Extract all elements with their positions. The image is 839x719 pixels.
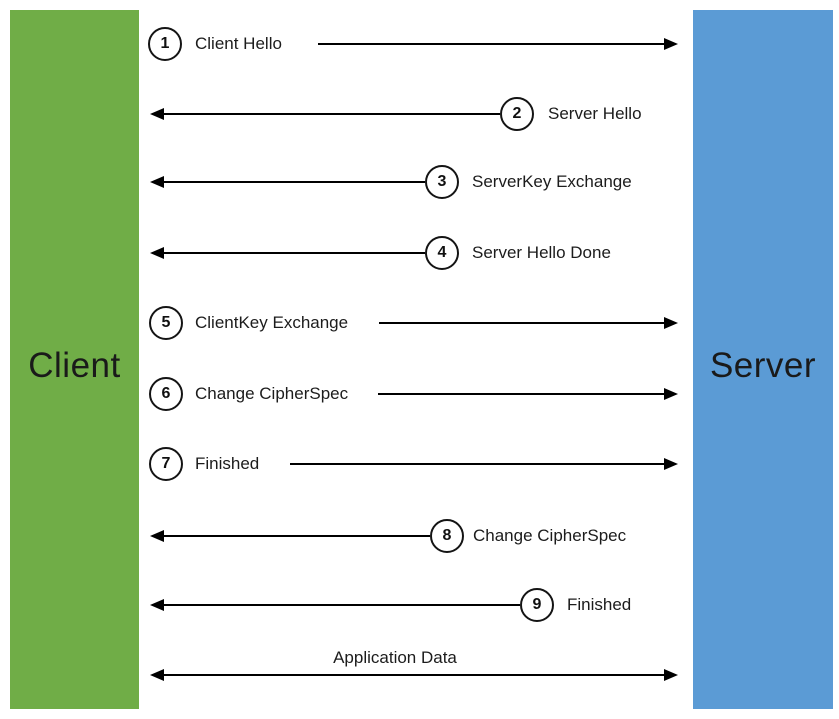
message-number-badge: 1: [148, 27, 182, 61]
client-actor-label: Client: [28, 346, 121, 385]
arrow-line: [163, 181, 425, 183]
server-actor-label: Server: [709, 346, 817, 385]
message-label: ServerKey Exchange: [472, 172, 632, 191]
arrowhead-right-icon: [664, 669, 678, 681]
message-label: Finished: [567, 595, 632, 614]
arrowhead-right-icon: [664, 317, 678, 329]
client-actor-box: Client: [10, 10, 139, 709]
arrowhead-left-icon: [150, 108, 164, 120]
server-actor-box: Server: [693, 10, 833, 709]
message-number-badge: 8: [430, 519, 464, 553]
message-label: ClientKey Exchange: [195, 313, 349, 332]
message-label: Application Data: [333, 648, 457, 667]
arrow-line: [163, 252, 425, 254]
arrow-line: [379, 322, 664, 324]
arrowhead-left-icon: [150, 669, 164, 681]
message-number-badge: 4: [425, 236, 459, 270]
message-label: Server Hello: [548, 104, 642, 123]
arrow-line: [318, 43, 664, 45]
message-number-badge: 6: [149, 377, 183, 411]
arrow-line: [290, 463, 664, 465]
message-label: Finished: [195, 454, 260, 473]
arrowhead-left-icon: [150, 599, 164, 611]
arrowhead-right-icon: [664, 458, 678, 470]
message-number-badge: 7: [149, 447, 183, 481]
message-label: Change CipherSpec: [473, 526, 627, 545]
message-number-badge: 2: [500, 97, 534, 131]
arrowhead-right-icon: [664, 38, 678, 50]
arrowhead-left-icon: [150, 176, 164, 188]
arrow-line: [163, 535, 430, 537]
arrow-line: [378, 393, 664, 395]
arrow-line: [163, 674, 664, 676]
message-label: Change CipherSpec: [195, 384, 349, 403]
message-label: Client Hello: [195, 34, 282, 53]
arrow-line: [163, 604, 520, 606]
message-label: Server Hello Done: [472, 243, 611, 262]
arrowhead-right-icon: [664, 388, 678, 400]
arrow-line: [163, 113, 500, 115]
arrowhead-left-icon: [150, 247, 164, 259]
message-number-badge: 5: [149, 306, 183, 340]
message-number-badge: 3: [425, 165, 459, 199]
arrowhead-left-icon: [150, 530, 164, 542]
message-number-badge: 9: [520, 588, 554, 622]
